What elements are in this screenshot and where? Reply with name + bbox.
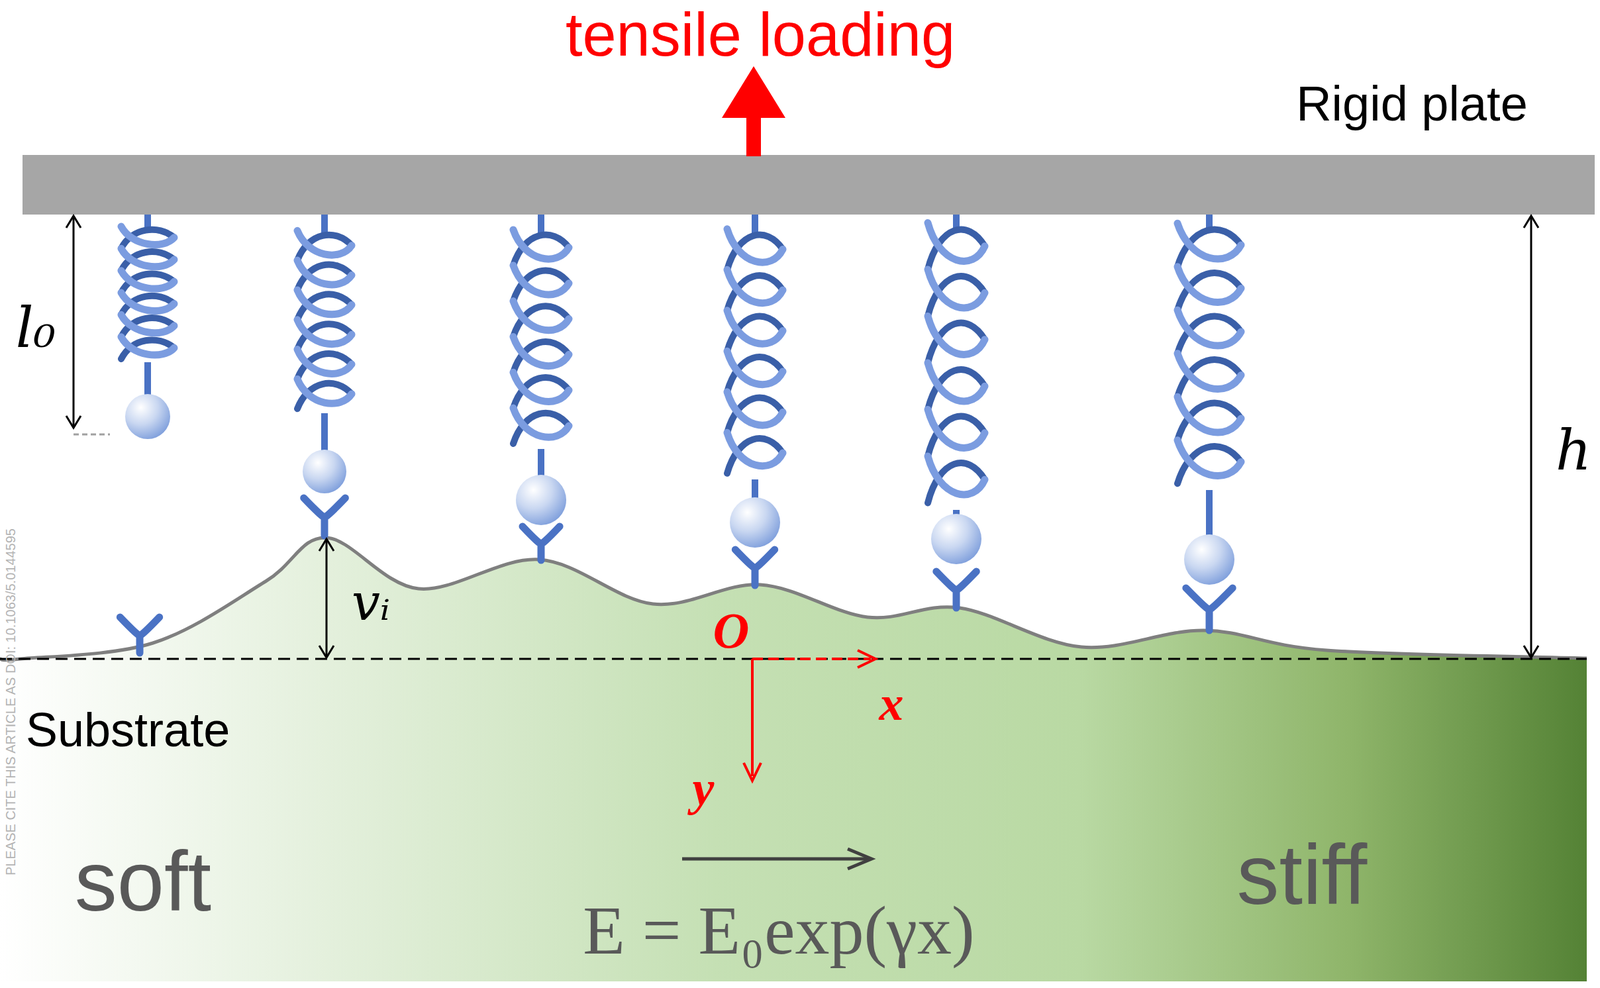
- spring-stem: [537, 449, 545, 477]
- spring-stem: [751, 479, 759, 499]
- load-arrow-head: [721, 66, 786, 118]
- substrate-body: [0, 537, 1587, 982]
- springs: [119, 214, 1242, 653]
- spring-coil: [297, 230, 352, 404]
- receptor: [936, 571, 977, 608]
- stiffness-label: soft: [74, 839, 212, 924]
- tensile-label: tensile loading: [565, 3, 955, 65]
- gradient-arrow: [682, 849, 872, 869]
- h-label: h: [1555, 422, 1592, 479]
- stiffness-label: stiff: [1237, 832, 1368, 918]
- origin-label: O: [713, 605, 750, 656]
- h-dimension: [1523, 215, 1539, 658]
- receptor: [303, 498, 346, 536]
- substrate-label: Substrate: [25, 705, 230, 754]
- spring-coil-back: [513, 235, 569, 444]
- spring-coil: [1177, 223, 1242, 476]
- spring-coil: [513, 229, 569, 438]
- substrate-node: Substrate soft stiff E = E₀exp(γx): [0, 658, 1587, 982]
- spring-coil-back: [927, 229, 985, 504]
- ligand-ball: [729, 497, 781, 548]
- ligand-ball: [931, 513, 982, 565]
- watermark: PLEASE CITE THIS ARTICLE AS DOI: 10.1063…: [3, 528, 18, 876]
- spring-coil: [727, 229, 783, 467]
- spring-stem: [1205, 490, 1213, 536]
- reference-line: [0, 658, 1587, 661]
- l0-dimension: [66, 215, 81, 428]
- ligand-ball: [1184, 534, 1235, 585]
- vi-dimension: [319, 539, 334, 658]
- vi-label: vᵢ: [351, 577, 391, 628]
- spring-coil-back: [1177, 229, 1242, 485]
- spring-coil-back: [727, 235, 783, 474]
- ligand-ball: [515, 474, 567, 526]
- spring-stem: [144, 362, 151, 396]
- ligand-ball: [125, 394, 171, 440]
- plate-label: Rigid plate: [1296, 79, 1528, 129]
- l0-mark: [73, 433, 110, 436]
- spring-coil-back: [121, 229, 175, 359]
- axes: [743, 650, 876, 781]
- rigid-plate: [22, 154, 1595, 215]
- rigid-plate-node: Rigid plate: [22, 154, 1595, 215]
- spring-coil: [121, 226, 175, 355]
- load-arrow: [746, 112, 761, 157]
- receptor: [119, 617, 159, 653]
- spring-coil: [927, 222, 985, 495]
- y-axis-label: y: [692, 763, 715, 813]
- l0-label: l₀: [15, 300, 57, 356]
- spring-stem: [321, 413, 328, 451]
- receptor: [522, 526, 560, 561]
- substrate-surface: [0, 537, 1587, 661]
- receptor: [735, 549, 775, 586]
- ligand-ball: [302, 449, 347, 494]
- spring-coil-back: [297, 235, 352, 410]
- receptor: [1186, 588, 1233, 631]
- x-axis-label: x: [879, 678, 904, 728]
- modulus-formula: E = E₀exp(γx): [582, 896, 975, 965]
